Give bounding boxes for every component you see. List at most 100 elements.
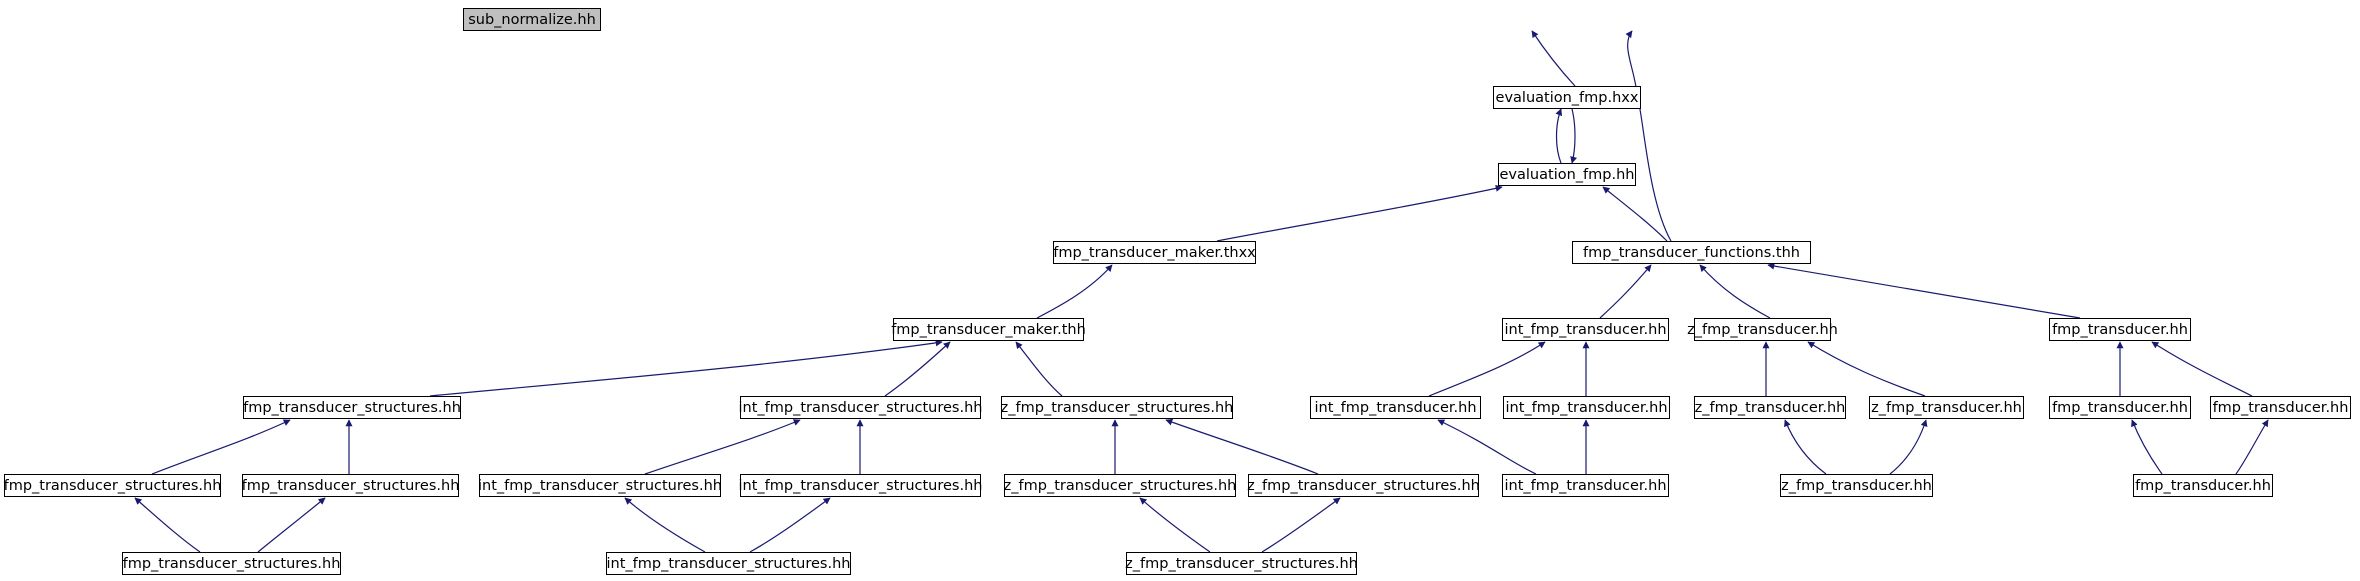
nodes-layer: sub_normalize.hhevaluation_fmp.hxxevalua… <box>4 8 2351 575</box>
node-n26[interactable]: z_fmp_transducer.hh <box>1780 474 1933 497</box>
node-box <box>1572 241 1811 264</box>
node-label: int_fmp_transducer_structures.hh <box>739 400 983 416</box>
node-label: fmp_transducer.hh <box>2052 322 2188 338</box>
node-box <box>1502 474 1669 497</box>
node-box <box>1053 241 1256 264</box>
edge-n28-to-n19 <box>134 497 201 553</box>
node-box <box>1498 163 1636 186</box>
node-n22[interactable]: int_fmp_transducer_structures.hh <box>739 474 983 497</box>
node-n25[interactable]: int_fmp_transducer.hh <box>1502 474 1669 497</box>
edge-n30-to-n23 <box>1139 497 1211 553</box>
node-box <box>1869 396 2024 419</box>
edge-n3-to-n2 <box>1555 108 1563 164</box>
node-box <box>2049 396 2191 419</box>
edge-n8-to-n5 <box>1699 264 1771 319</box>
node-n3[interactable]: evaluation_fmp.hh <box>1498 163 1636 186</box>
node-label: z_fmp_transducer_structures.hh <box>1125 556 1358 572</box>
node-box <box>1001 396 1233 419</box>
node-box <box>2210 396 2351 419</box>
node-box <box>1310 396 1481 419</box>
edge-n4-to-n3 <box>1216 184 1503 242</box>
edges-layer <box>134 30 2269 553</box>
node-box <box>740 474 981 497</box>
node-label: fmp_transducer_structures.hh <box>123 556 341 572</box>
node-n2[interactable]: evaluation_fmp.hxx <box>1493 86 1641 109</box>
node-n12[interactable]: z_fmp_transducer_structures.hh <box>1001 396 1234 419</box>
node-n15[interactable]: z_fmp_transducer.hh <box>1694 396 1846 419</box>
node-label: int_fmp_transducer_structures.hh <box>739 478 983 494</box>
node-label: fmp_transducer_maker.thh <box>891 322 1086 338</box>
node-label: evaluation_fmp.hh <box>1500 167 1635 183</box>
edge-n26-to-n16 <box>1889 419 1928 475</box>
node-box <box>740 396 981 419</box>
node-label: fmp_transducer_maker.thxx <box>1053 245 1256 261</box>
edge-n5-to-n3 <box>1602 186 1668 242</box>
node-n8[interactable]: z_fmp_transducer.hh <box>1687 318 1838 341</box>
edge-n16-to-n8 <box>1807 341 1926 397</box>
node-n27[interactable]: fmp_transducer.hh <box>2133 474 2273 497</box>
node-n18[interactable]: fmp_transducer.hh <box>2210 396 2351 419</box>
edge-n27-to-n18 <box>2235 419 2269 475</box>
node-label: z_fmp_transducer_structures.hh <box>1247 478 1480 494</box>
node-n17[interactable]: fmp_transducer.hh <box>2049 396 2191 419</box>
edge-n11-to-n6 <box>884 341 951 397</box>
node-n7[interactable]: int_fmp_transducer.hh <box>1502 318 1669 341</box>
node-n16[interactable]: z_fmp_transducer.hh <box>1869 396 2024 419</box>
edge-n9-to-n5 <box>1767 262 2081 319</box>
node-label: int_fmp_transducer.hh <box>1504 322 1666 338</box>
node-box <box>463 8 601 31</box>
node-label: int_fmp_transducer_structures.hh <box>607 556 851 572</box>
node-label: z_fmp_transducer_structures.hh <box>1001 400 1234 416</box>
node-label: int_fmp_transducer_structures.hh <box>478 478 722 494</box>
node-n23[interactable]: z_fmp_transducer_structures.hh <box>1004 474 1237 497</box>
edge-n19-to-n10 <box>151 419 291 475</box>
edge-n29-to-n22 <box>749 497 831 553</box>
edge-n21-to-n11 <box>644 419 801 475</box>
node-box <box>1004 474 1236 497</box>
node-box <box>243 396 461 419</box>
edge-n25-to-n13 <box>1437 419 1537 475</box>
edge-n28-to-n20 <box>257 497 326 553</box>
node-n13[interactable]: int_fmp_transducer.hh <box>1310 396 1481 419</box>
node-box <box>479 474 721 497</box>
node-label: evaluation_fmp.hxx <box>1496 90 1639 106</box>
node-box <box>1493 86 1641 109</box>
edge-n2-to-n3 <box>1570 108 1578 164</box>
edge-n29-to-n21 <box>624 497 706 553</box>
node-n10[interactable]: fmp_transducer_structures.hh <box>243 396 461 419</box>
node-label: fmp_transducer.hh <box>2135 478 2271 494</box>
node-n14[interactable]: int_fmp_transducer.hh <box>1503 396 1670 419</box>
node-box <box>1780 474 1933 497</box>
node-n28[interactable]: fmp_transducer_structures.hh <box>122 552 341 575</box>
node-label: fmp_transducer.hh <box>2213 400 2349 416</box>
node-n20[interactable]: fmp_transducer_structures.hh <box>242 474 460 497</box>
node-n9[interactable]: fmp_transducer.hh <box>2049 318 2191 341</box>
node-n11[interactable]: int_fmp_transducer_structures.hh <box>739 396 983 419</box>
node-n19[interactable]: fmp_transducer_structures.hh <box>4 474 222 497</box>
edge-n13-to-n7 <box>1428 341 1546 397</box>
edge-n2-to-n1 <box>1531 30 1576 87</box>
node-n4[interactable]: fmp_transducer_maker.thxx <box>1053 241 1256 264</box>
node-label: z_fmp_transducer.hh <box>1781 478 1932 494</box>
edge-n12-to-n6 <box>1015 341 1063 397</box>
node-n30[interactable]: z_fmp_transducer_structures.hh <box>1125 552 1358 575</box>
edge-n30-to-n24 <box>1261 497 1341 553</box>
node-n5[interactable]: fmp_transducer_functions.thh <box>1572 241 1811 264</box>
edge-n5-to-n1 <box>1625 30 1672 242</box>
node-n6[interactable]: fmp_transducer_maker.thh <box>891 318 1086 341</box>
edge-n24-to-n12 <box>1165 418 1319 475</box>
edge-n10-to-n6 <box>429 339 943 397</box>
node-label: z_fmp_transducer_structures.hh <box>1004 478 1237 494</box>
node-n29[interactable]: int_fmp_transducer_structures.hh <box>606 552 851 575</box>
node-box <box>242 474 459 497</box>
node-label: int_fmp_transducer.hh <box>1314 400 1476 416</box>
node-n24[interactable]: z_fmp_transducer_structures.hh <box>1247 474 1480 497</box>
node-box <box>1694 396 1846 419</box>
edge-n6-to-n4 <box>1036 264 1113 319</box>
node-n21[interactable]: int_fmp_transducer_structures.hh <box>478 474 722 497</box>
node-box <box>4 474 221 497</box>
node-box <box>893 318 1084 341</box>
node-label: fmp_transducer_structures.hh <box>243 400 461 416</box>
node-box <box>1248 474 1479 497</box>
node-box <box>2133 474 2273 497</box>
